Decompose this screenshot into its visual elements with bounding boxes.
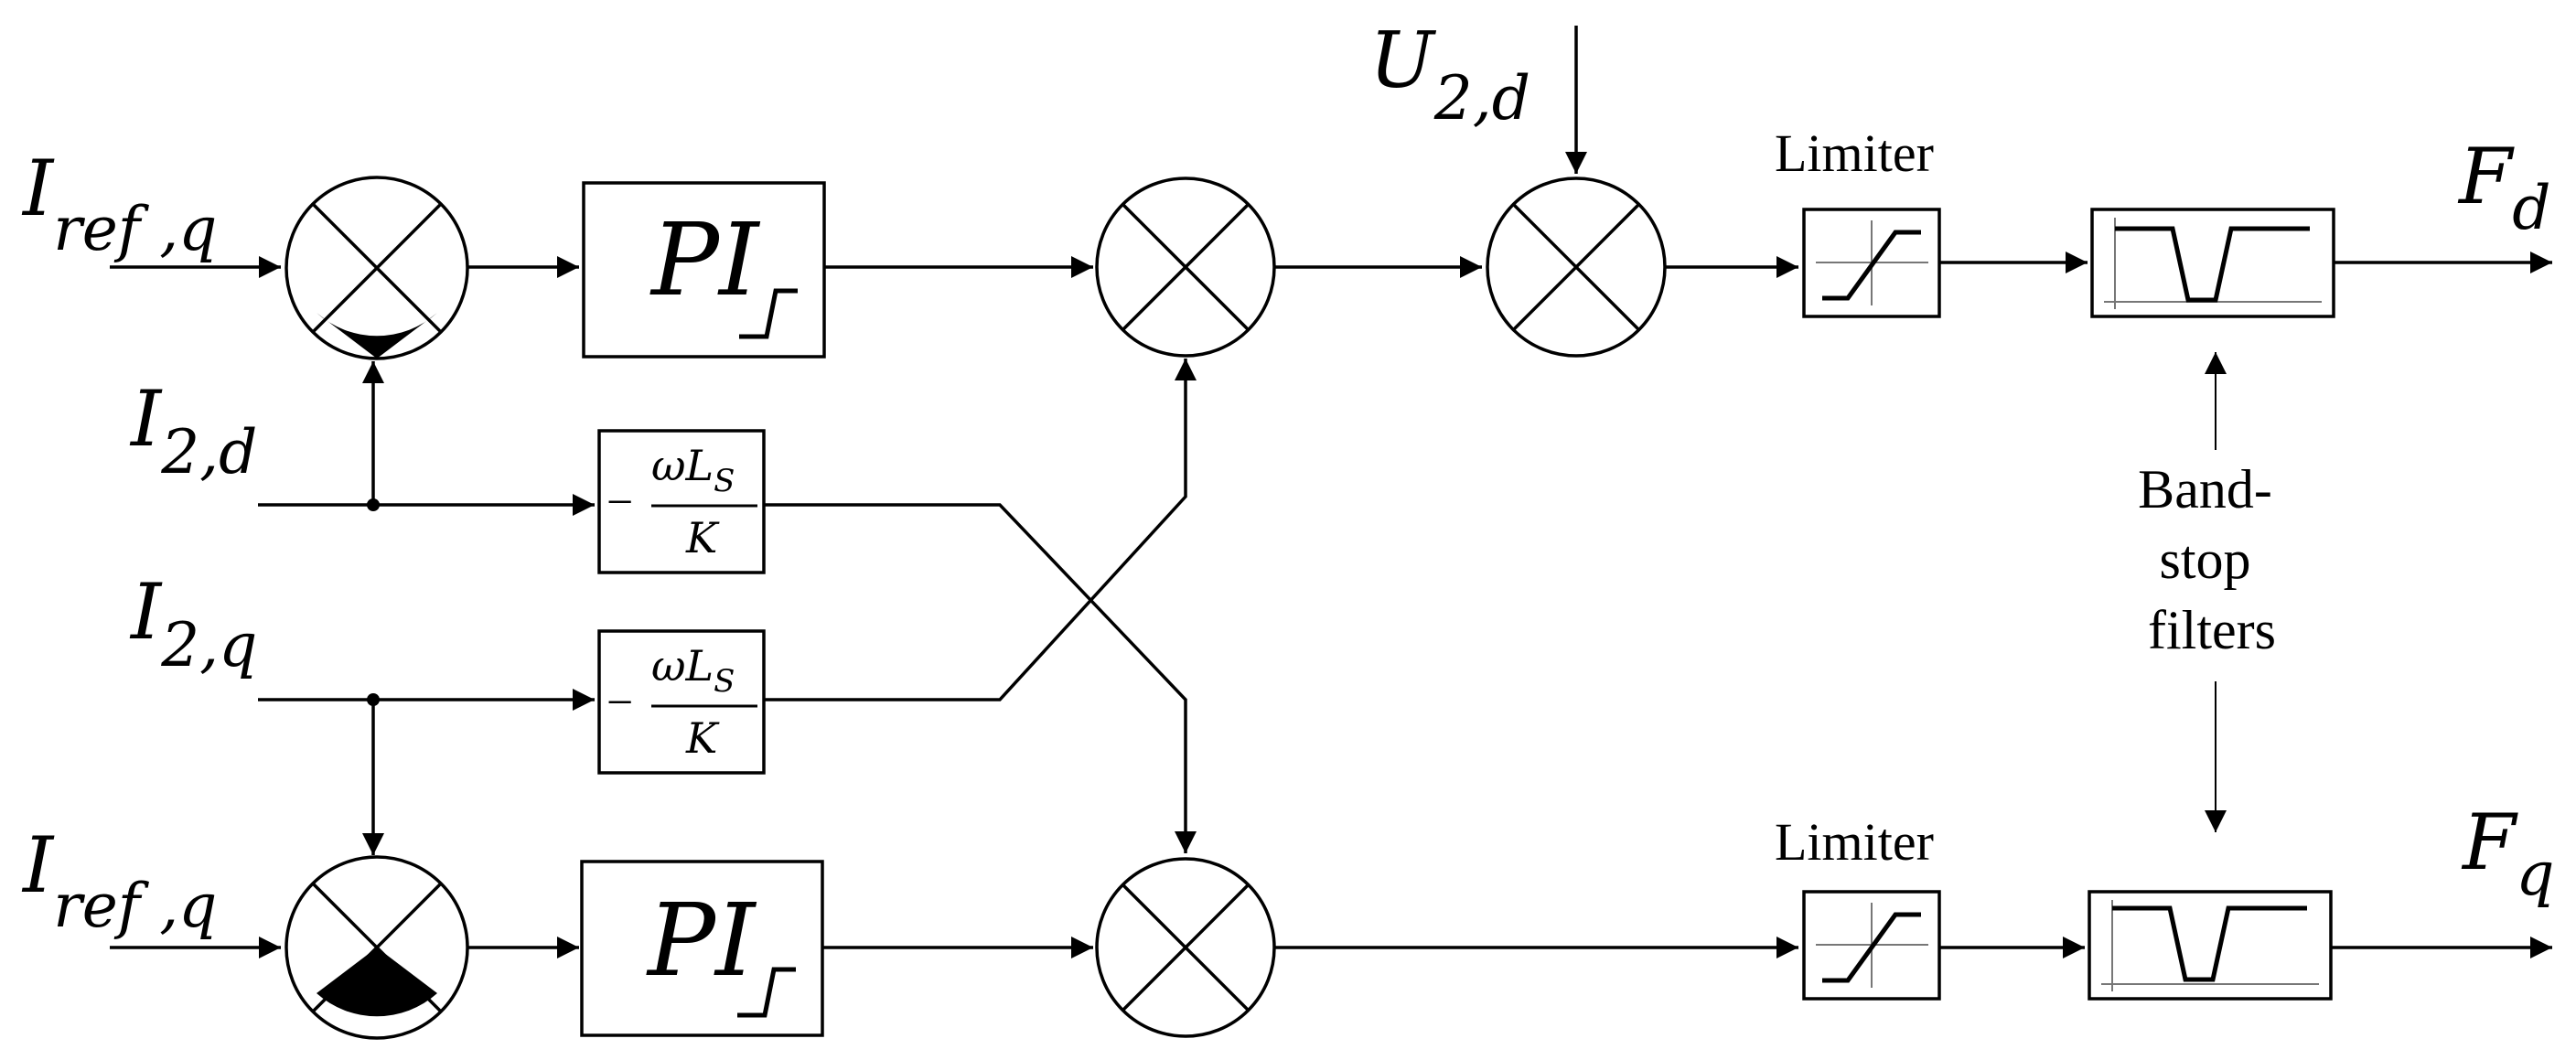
- gain-d-numerator: ωLS: [651, 441, 735, 499]
- pi-bottom-label: PI: [646, 882, 757, 999]
- input-iref-top-label: Iref ,q: [21, 144, 217, 264]
- output-fd-label: Fd: [2457, 132, 2551, 243]
- bandstop-top-response-icon: [2115, 226, 2310, 303]
- bandstop-annotation-line-2: stop: [2159, 530, 2250, 590]
- bandstop-bottom-response-icon: [2112, 905, 2307, 982]
- limiter-bottom-label: Limiter: [1775, 812, 1934, 872]
- sum-bottom-negative-sector: [317, 948, 437, 1017]
- gain-q-numerator: ωLS: [651, 641, 735, 700]
- pi-top-saturation-icon: [739, 288, 798, 339]
- gain-d-sign: −: [606, 476, 633, 529]
- pi-bottom-saturation-icon: [737, 967, 796, 1018]
- limiter-block-top: [1802, 208, 1941, 318]
- bandstop-annotation-line-3: filters: [2148, 600, 2276, 660]
- bandstop-filter-bottom: [2088, 890, 2333, 1001]
- summing-junction-bottom: [284, 855, 469, 1040]
- summing-junction-top: [284, 176, 469, 360]
- wire-gain-q-to-sum-top: [764, 359, 1197, 701]
- limiter-top-saturation-icon: [1822, 230, 1921, 301]
- pi-block-top: PI: [582, 181, 826, 359]
- bandstop-annotation-line-1: Band-: [2138, 459, 2272, 519]
- output-fq-label: Fq: [2461, 798, 2555, 909]
- input-u2d-label: U2,d: [1369, 16, 1530, 134]
- limiter-bottom-saturation-icon: [1822, 912, 1921, 983]
- decoupling-sum-top: [1095, 177, 1276, 358]
- bandstop-annotation: Band- stop filters: [2138, 459, 2286, 660]
- bandstop-filter-top: [2090, 208, 2335, 318]
- pi-top-label: PI: [649, 201, 761, 318]
- gain-d-denominator: K: [685, 513, 720, 562]
- decoupling-gain-block-q: − ωLS K: [597, 629, 766, 775]
- input-i2d-label: I2,d: [129, 374, 257, 487]
- limiter-top-label: Limiter: [1775, 123, 1934, 183]
- gain-q-denominator: K: [685, 713, 720, 763]
- wire-gain-d-to-sum-bottom: [764, 503, 1197, 853]
- input-i2q-label: I2,q: [129, 567, 257, 680]
- sum-top-negative-sector: [317, 313, 437, 359]
- decoupling-sum-bottom: [1095, 857, 1276, 1038]
- voltage-sum-top: [1486, 177, 1667, 358]
- pi-block-bottom: PI: [580, 860, 824, 1037]
- gain-q-sign: −: [606, 677, 633, 729]
- decoupling-gain-block-d: − ωLS K: [597, 429, 766, 574]
- limiter-block-bottom: [1802, 890, 1941, 1001]
- input-iref-bottom-label: Iref ,q: [21, 820, 217, 941]
